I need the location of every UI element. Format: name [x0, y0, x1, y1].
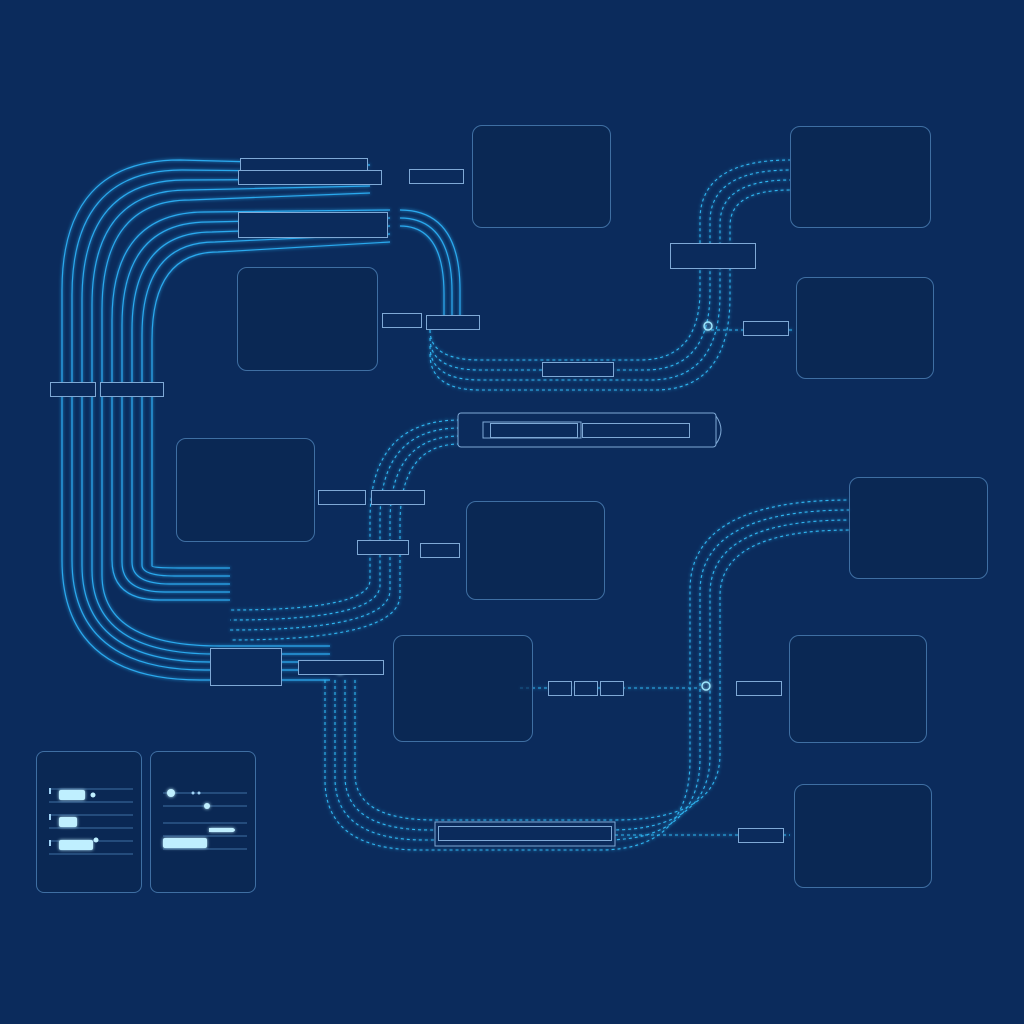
trace-label [420, 543, 460, 558]
card-title [249, 278, 366, 291]
info-card-10 [794, 784, 932, 888]
trace-label [670, 243, 756, 269]
trace-label [298, 660, 384, 675]
middle-dashed-route [229, 419, 461, 641]
junction-node [701, 681, 711, 691]
card-title [861, 488, 976, 501]
legend-bar [59, 817, 77, 827]
legend-swatches [49, 788, 133, 855]
trace-label [371, 490, 425, 505]
trace-label [548, 681, 572, 696]
legend-card-1 [36, 751, 142, 893]
trace-label [357, 540, 409, 555]
info-card-3 [237, 267, 378, 371]
junction-node [703, 321, 713, 331]
card-title [808, 288, 922, 301]
card-title [802, 137, 919, 150]
legend-bar [59, 840, 93, 850]
card-title [801, 646, 915, 659]
legend-dot [93, 837, 99, 843]
info-card-6 [466, 501, 605, 600]
trace-label [382, 313, 422, 328]
trace-label [318, 490, 366, 505]
info-card-2 [790, 126, 931, 228]
info-card-9 [789, 635, 927, 743]
legend-dot [204, 803, 210, 809]
left-trace-bundle [61, 159, 461, 681]
trace-label [238, 170, 382, 185]
trace-label [409, 169, 464, 184]
trace-label [50, 382, 96, 397]
trace-label [490, 423, 578, 438]
card-title [188, 449, 303, 462]
legend-bar [163, 838, 207, 848]
trace-label [574, 681, 598, 696]
trace-label [582, 423, 690, 438]
info-card-5 [176, 438, 315, 542]
info-card-8 [393, 635, 533, 742]
card-title [478, 512, 593, 525]
legend-swatches [163, 789, 247, 850]
info-card-7 [849, 477, 988, 579]
trace-label [210, 648, 282, 686]
trace-label [238, 212, 388, 238]
legend-bar [59, 790, 85, 800]
trace-label [600, 681, 624, 696]
card-title [806, 795, 920, 808]
info-card-4 [796, 277, 934, 379]
trace-label [743, 321, 789, 336]
legend-card-2 [150, 751, 256, 893]
trace-label [542, 362, 614, 377]
card-title [484, 136, 599, 149]
legend-bar [209, 828, 235, 832]
trace-label [426, 315, 480, 330]
legend-dot [167, 789, 175, 797]
legend-dot [90, 792, 96, 798]
trace-label [736, 681, 782, 696]
trace-label [100, 382, 164, 397]
trace-label [738, 828, 784, 843]
trace-label [438, 826, 612, 841]
info-card-1 [472, 125, 611, 228]
